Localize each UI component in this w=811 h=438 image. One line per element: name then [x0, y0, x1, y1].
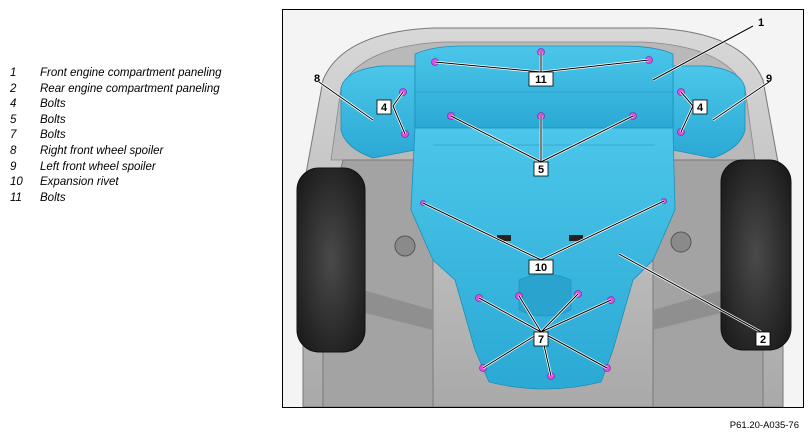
legend-number: 1 — [10, 67, 17, 79]
legend-row: 1 Front engine compartment paneling — [10, 66, 222, 82]
legend-number: 8 — [10, 144, 17, 157]
legend-number: 11 — [10, 191, 22, 204]
left-hub — [394, 235, 416, 257]
leader-lines — [318, 24, 770, 377]
legend-row: 11 Bolts — [10, 191, 222, 207]
legend-description: Bolts — [40, 113, 66, 126]
legend-description: Bolts — [40, 191, 66, 204]
legend-description: Right front wheel spoiler — [40, 144, 164, 157]
legend-row: 7 Bolts — [10, 128, 222, 144]
legend-description: Rear engine compartment paneling — [40, 82, 220, 95]
left-front-tire — [720, 159, 792, 351]
svg-text:4: 4 — [381, 102, 388, 114]
panel-slot — [497, 235, 511, 241]
legend-row: 5 Bolts — [10, 113, 222, 129]
legend-description: Expansion rivet — [40, 176, 119, 189]
underbody-illustration: 1 8 9 4 4 11 5 10 7 — [282, 9, 804, 408]
legend-row: 10 Expansion rivet — [10, 175, 222, 191]
callout-4-left: 4 — [376, 99, 392, 115]
svg-text:11: 11 — [535, 74, 547, 86]
svg-text:4: 4 — [697, 102, 704, 114]
svg-text:5: 5 — [538, 164, 544, 176]
callout-10: 10 — [528, 259, 554, 275]
callout-7: 7 — [533, 331, 549, 347]
right-hub — [670, 231, 692, 253]
legend-row: 9 Left front wheel spoiler — [10, 160, 222, 176]
legend-row: 8 Right front wheel spoiler — [10, 144, 222, 160]
panel-slot — [569, 235, 583, 241]
callout-1: 1 — [758, 17, 764, 29]
left-control-arm — [353, 290, 433, 330]
callout-11: 11 — [528, 71, 554, 87]
right-front-tire — [296, 167, 366, 353]
legend-row: 2 Rear engine compartment paneling — [10, 82, 222, 98]
legend-description: Bolts — [40, 98, 66, 111]
callout-8: 8 — [314, 73, 320, 85]
legend-number: 7 — [10, 129, 17, 142]
svg-text:9: 9 — [766, 73, 772, 85]
legend-number: 4 — [10, 98, 17, 111]
callout-9: 9 — [766, 73, 772, 85]
figure-id: P61.20-A035-76 — [729, 420, 799, 431]
legend-description: Front engine compartment paneling — [40, 67, 222, 79]
svg-text:7: 7 — [538, 334, 544, 346]
callout-2: 2 — [755, 331, 771, 347]
legend-number: 10 — [10, 176, 23, 189]
svg-text:8: 8 — [314, 73, 320, 85]
callout-5: 5 — [533, 161, 549, 177]
underbody-diagram: 1 8 9 4 4 11 5 10 7 — [283, 10, 803, 407]
legend-number: 2 — [10, 82, 17, 95]
legend-description: Bolts — [40, 129, 66, 142]
legend-row: 4 Bolts — [10, 97, 222, 113]
svg-text:1: 1 — [758, 17, 764, 29]
svg-text:10: 10 — [535, 262, 547, 274]
legend-number: 5 — [10, 113, 17, 126]
legend-description: Left front wheel spoiler — [40, 160, 156, 173]
legend-number: 9 — [10, 160, 17, 173]
svg-text:2: 2 — [760, 334, 766, 346]
right-control-arm — [653, 290, 733, 330]
callout-4-right: 4 — [692, 99, 708, 115]
left-front-wheel-spoiler — [672, 65, 746, 159]
legend: 1 Front engine compartment paneling 2 Re… — [10, 66, 222, 206]
